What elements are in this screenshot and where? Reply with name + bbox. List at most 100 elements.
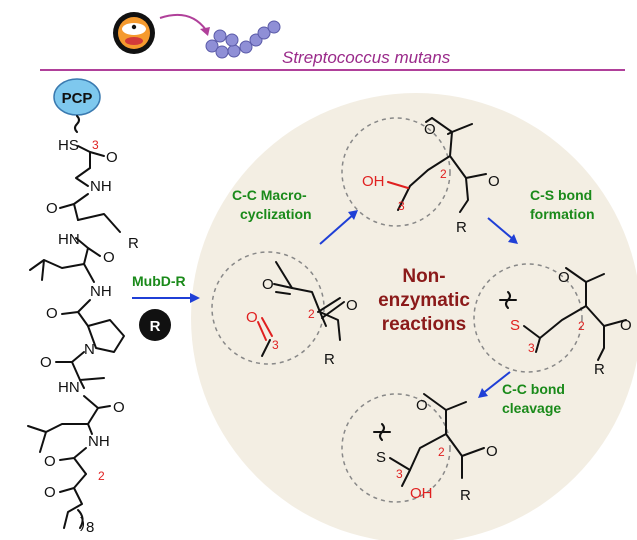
- mouth-icon: [113, 12, 155, 54]
- s1-aldehyde-chain: [261, 339, 271, 357]
- r-left: R: [128, 235, 139, 252]
- o-2: O: [103, 249, 115, 266]
- proline-ring: [87, 319, 125, 353]
- dashed-ring-2: [341, 117, 451, 227]
- alanine: [79, 377, 105, 389]
- o-7: O: [44, 484, 56, 501]
- s3-s: S: [510, 317, 520, 334]
- backbone-9: [59, 447, 87, 475]
- step1-line1: C-C Macro-: [232, 187, 307, 203]
- s3-bonds: [535, 267, 627, 361]
- s1-r: R: [324, 351, 335, 368]
- backbone-3: [75, 237, 101, 265]
- s4-pos3: 3: [396, 467, 403, 481]
- reagent-label: MubD-R: [132, 273, 186, 289]
- step2-line1: C-S bond: [530, 187, 592, 203]
- s4-r: R: [460, 487, 471, 504]
- transfer-arrowhead: [200, 27, 210, 36]
- s3-o-top: O: [558, 269, 570, 286]
- s2-o-top: O: [424, 121, 436, 138]
- n-proline: N: [84, 341, 95, 358]
- s1-pos2: 2: [308, 307, 315, 321]
- organism-name: Streptococcus mutans: [282, 48, 451, 67]
- nh-2: NH: [90, 283, 112, 300]
- transfer-arrow: [159, 14, 207, 31]
- sidechain-r: [77, 213, 121, 233]
- s3-pos2: 2: [578, 319, 585, 333]
- arrow-3: [481, 371, 511, 395]
- pcp-label: PCP: [62, 90, 93, 107]
- s4-oh: OH: [410, 485, 433, 502]
- pos3-label-left: 3: [92, 138, 99, 152]
- hs-atom: HS: [58, 137, 79, 154]
- s1-o-aldehyde: O: [246, 309, 258, 326]
- o-4: O: [40, 354, 52, 371]
- backbone-4: [83, 263, 95, 283]
- o-3: O: [46, 305, 58, 322]
- arrow-1: [319, 213, 355, 245]
- reagent-badge-label: R: [150, 318, 161, 335]
- step1-line2: cyclization: [240, 206, 312, 222]
- backbone-5: [61, 299, 91, 327]
- leucine-sidechain: [27, 423, 89, 453]
- s1-bonds: [275, 261, 345, 341]
- o-6: O: [44, 453, 56, 470]
- dashed-ring-3: [473, 263, 583, 373]
- s2-pos2: 2: [440, 167, 447, 181]
- s3-s-bond: [523, 325, 541, 339]
- s1-pos3: 3: [272, 338, 279, 352]
- s4-s-wavy: [373, 423, 391, 441]
- reaction-circle-bg: [191, 93, 637, 540]
- hn-1: HN: [58, 231, 80, 248]
- s3-o-right: O: [620, 317, 632, 334]
- s1-o-right: O: [346, 297, 358, 314]
- s2-oh-bond: [387, 181, 409, 189]
- s4-bonds: [401, 393, 485, 487]
- dashed-ring-4: [341, 393, 451, 503]
- s4-s: S: [376, 449, 386, 466]
- arrow-1-head: [348, 210, 358, 220]
- arrow-2: [487, 217, 515, 241]
- center-line2: enzymatic: [378, 290, 470, 311]
- backbone-1: [75, 167, 91, 187]
- s2-oh: OH: [362, 173, 385, 190]
- o-5: O: [113, 399, 125, 416]
- arrow-3-head: [478, 388, 488, 398]
- o-1: O: [46, 200, 58, 217]
- s1-aldehyde-dbl: [257, 317, 273, 341]
- nh-1: NH: [90, 178, 112, 195]
- nh-3: NH: [88, 433, 110, 450]
- reagent-arrowhead: [190, 293, 200, 303]
- backbone-7: [83, 395, 111, 425]
- close-paren: ): [80, 515, 85, 532]
- center-line1: Non-: [402, 266, 445, 287]
- thioester-bonds: [77, 145, 105, 169]
- s3-s-wavy: [499, 291, 517, 309]
- s1-o-ketone: O: [262, 276, 274, 293]
- hn-2: HN: [58, 379, 80, 396]
- backbone-8: [87, 423, 93, 435]
- s4-o-top: O: [416, 397, 428, 414]
- s4-o-right: O: [486, 443, 498, 460]
- s1-ketone-dbl: [273, 283, 293, 295]
- s4-s-bond: [389, 457, 411, 471]
- backbone-2: [59, 193, 89, 221]
- pcp-tether: [74, 115, 80, 133]
- s3-pos3: 3: [528, 341, 535, 355]
- pos2-label-left: 2: [98, 469, 105, 483]
- step3-line2: cleavage: [502, 400, 561, 416]
- arrow-2-head: [508, 234, 518, 244]
- valine-sidechain: [29, 259, 85, 281]
- thioester-o: O: [106, 149, 118, 166]
- sub8-label: 8: [86, 519, 94, 536]
- s2-pos3: 3: [398, 199, 405, 213]
- s2-o-right: O: [488, 173, 500, 190]
- step3-line1: C-C bond: [502, 381, 565, 397]
- s2-r: R: [456, 219, 467, 236]
- bacteria-icon: [205, 20, 281, 59]
- backbone-10: [59, 473, 87, 529]
- reagent-badge: [139, 309, 171, 341]
- backbone-6: [55, 351, 85, 381]
- step2-line2: formation: [530, 206, 595, 222]
